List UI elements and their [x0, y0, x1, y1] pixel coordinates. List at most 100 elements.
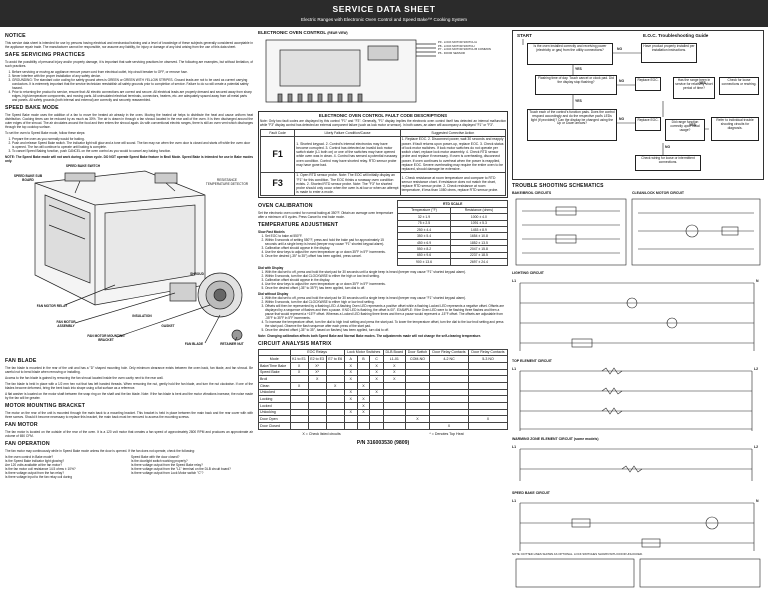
flow-q4: Touch each of the control's function pad…: [527, 109, 617, 141]
matrix-cell: [429, 408, 469, 417]
tempadj-step: Calibration offset should appear in the …: [265, 246, 393, 250]
matrix-cell: [307, 388, 327, 397]
matrix-group: DLB Board: [382, 348, 406, 357]
matrix-mode: Locking: [258, 395, 291, 404]
schem-l1: L1: [512, 444, 517, 449]
schematics: BAKE/BROIL CIRCUITS CLEAN/LOCK MOTOR CIR…: [512, 191, 764, 591]
fault-action: 1. Replace EOC. 2. Disconnect power, wai…: [399, 135, 507, 173]
flow-q3: Has the range been in service for relati…: [673, 77, 715, 99]
matrix-cell: [325, 388, 345, 397]
matrix-cell: X: [382, 375, 406, 384]
fault-action: 1. Check resistance at room temperature …: [399, 171, 507, 197]
fault-title: ELECTRONIC OVEN CONTROL FAULT CODE DESCR…: [318, 112, 448, 118]
matrix-sub-header: C: [369, 355, 384, 363]
matrix-cell: [307, 415, 327, 424]
fanop-title: FAN OPERATION: [5, 441, 50, 447]
bracket-text: The motor on the rear of the unit is mou…: [5, 411, 253, 419]
matrix-cell: [289, 375, 309, 384]
eoc-pin: P6 - DOOR SENSOR: [438, 51, 465, 56]
matrix-cell: [356, 362, 371, 370]
fanop-checklist: Is the oven control in Bake mode? Is the…: [5, 455, 253, 479]
tempadj-step: Within 5 seconds, turn the dial CLOCKWIS…: [265, 300, 508, 304]
matrix-cell: X: [429, 422, 469, 430]
notice-text: This service data sheet is intended for …: [5, 41, 253, 49]
matrix-cell: [382, 388, 406, 397]
eoc-title: ELECTRONIC OVEN CONTROL: [258, 30, 327, 35]
tempadj-step: Set EOC to bake at 550°F.: [265, 234, 393, 238]
matrix-cell: X: [289, 382, 309, 390]
matrix-cell: [382, 415, 406, 424]
eoc-board-art: [265, 39, 436, 103]
tempadj-steps3: With the dial set to off, press and hold…: [265, 296, 508, 332]
matrix-cell: X: [343, 375, 358, 384]
label-gasket: GASKET: [161, 324, 175, 328]
label-insul: INSULATION: [132, 314, 152, 318]
fanop-item: Is the oven control in Bake mode?: [5, 455, 54, 459]
matrix-cell: X: [343, 362, 358, 370]
fanop-item: Is there voltage input to the fan relay …: [5, 475, 72, 479]
matrix-cell: X: [369, 375, 384, 384]
matrix-cell: [404, 368, 431, 377]
matrix-cell: X: [356, 402, 371, 410]
right-column: START E.O.C. Troubleshooting Guide Is th…: [512, 30, 764, 595]
eoc-pin: P7 - LOCK MOTOR SWITCH B COMMON: [438, 47, 491, 52]
matrix-cell: [404, 408, 431, 417]
speedbake-step: Prepare the oven as you normally would f…: [12, 137, 253, 141]
calib-title: OVEN CALIBRATION: [258, 203, 313, 210]
matrix-cell: [343, 422, 358, 430]
fanmotor-text: The fan motor is located on the outside …: [5, 430, 253, 438]
matrix-cell: [307, 408, 327, 417]
matrix-cell: [325, 408, 345, 417]
matrix-cell: [325, 422, 345, 430]
matrix-cell: X: [369, 362, 384, 370]
flow-title: E.O.C. Troubleshooting Guide: [643, 33, 709, 38]
matrix-sub-header: 4-2 NC: [429, 355, 469, 363]
label-selector: SPEED BAKE SUB BOARD: [13, 174, 43, 182]
fault-header-row: Fault Code Likely Failure Condition/Caus…: [259, 129, 507, 137]
matrix-cell: [325, 375, 345, 384]
flow-a3: Check for loose connections or rewiring.: [719, 77, 759, 95]
schem-title: TROUBLE SHOOTING SCHEMATICS: [512, 183, 604, 189]
label-bracket: FAN MOTOR MOUNTING BRACKET: [87, 334, 125, 342]
matrix-cell: X: [325, 382, 345, 390]
fanop-item: Is there voltage output from Lock Motor …: [131, 471, 204, 475]
matrix-cell: [369, 408, 384, 417]
matrix-cell: [325, 415, 345, 424]
tempadj-sub2: Dial with Display: [258, 265, 284, 270]
bracket-title: MOTOR MOUNTING BRACKET: [5, 403, 86, 409]
tempadj-note: Note: Changing calibration affects both …: [258, 333, 482, 338]
flow-no-label: NO: [665, 145, 671, 149]
flow-no-label: NO: [619, 79, 625, 83]
matrix-cell: X: [343, 395, 358, 404]
rtd-cell: 900 ± 13.6: [397, 258, 451, 266]
schem-n: N: [756, 498, 759, 503]
speedbake-title: SPEED BAKE MODE: [5, 105, 59, 111]
tempadj-step: With the dial set to off, press and hold…: [265, 296, 508, 300]
matrix-cell: [404, 375, 431, 384]
matrix-cell: [325, 395, 345, 404]
matrix-cell: X: [343, 408, 358, 417]
matrix-mode: Unlocking: [258, 408, 291, 417]
matrix-cell: [467, 362, 508, 370]
speedbake-text: The Speed Bake mode uses the addition of…: [5, 113, 253, 129]
matrix-legend: X = Check listed circuits * = Denotes To…: [258, 432, 508, 436]
label-switch: SPEED BAKE SWITCH: [65, 164, 101, 168]
matrix-cell: X: [382, 368, 406, 377]
label-motor: FAN MOTOR ASSEMBLY: [56, 320, 76, 328]
flow-r1: Replace EOC.: [635, 77, 661, 91]
matrix-cell: [467, 402, 508, 410]
matrix-cell: [307, 402, 327, 410]
matrix-cell: [356, 388, 371, 397]
matrix-group: Door Relay Contacts: [429, 348, 469, 357]
matrix-sub-header: E2 to E3: [307, 355, 327, 363]
fanop-item: Is the Speed Bake indicator light glowin…: [5, 459, 65, 463]
fanop-item: Is there voltage output from the "L1" te…: [131, 467, 231, 471]
